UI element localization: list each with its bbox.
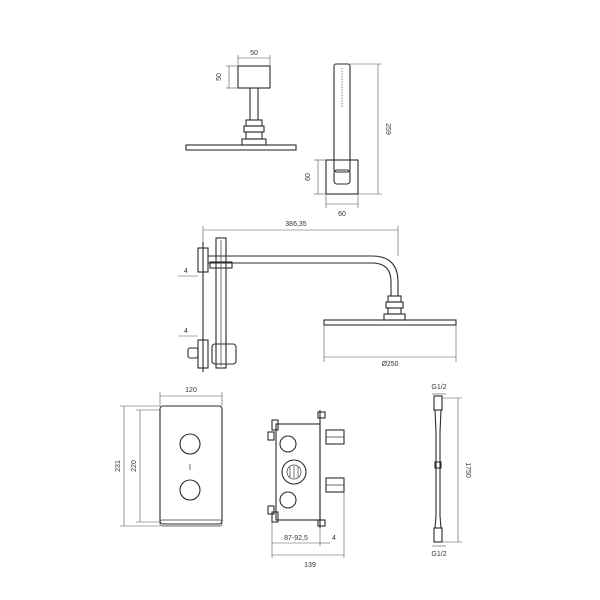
arm-joint-2 — [243, 125, 265, 133]
wall-rain-head — [323, 319, 457, 326]
thread-top-g12: G1/2 — [431, 384, 446, 391]
ceiling-shower-arm-view: 50 50 — [185, 50, 297, 151]
hose-nut-bottom — [433, 527, 443, 543]
lower-knob — [179, 479, 201, 501]
arm-joint-nut — [383, 313, 406, 321]
rail-holder — [211, 343, 237, 365]
dim-50-width: 50 — [250, 50, 258, 57]
dim-87-92-5: 87-92,5 — [284, 535, 308, 542]
arm-joint-b — [385, 301, 404, 309]
hand-shower-view: 259 60 60 — [305, 63, 391, 218]
slide-rail — [215, 237, 227, 369]
dim-386-35: 386,35 — [285, 221, 307, 228]
dim-259: 259 — [384, 123, 391, 135]
rain-head-plate — [185, 144, 297, 151]
hose-nut-top — [433, 395, 443, 411]
dim-50-height: 50 — [216, 73, 223, 81]
rail-bracket-upper — [209, 261, 233, 269]
box-lug-bottom — [267, 505, 275, 515]
ceiling-flange — [237, 65, 271, 89]
plate-tab-top — [317, 411, 326, 419]
hose-mid-ring — [434, 461, 442, 469]
arm-nut — [241, 138, 267, 146]
plate-tab-bottom — [317, 519, 326, 527]
upper-wall-flange — [197, 247, 209, 273]
arm-joint-c — [387, 307, 402, 315]
box-center-valve-inner — [286, 464, 302, 480]
dim-4-lower: 4 — [184, 328, 188, 335]
box-port-bottom — [279, 491, 297, 509]
hand-shower-body — [333, 63, 351, 173]
concealed-box-view: 87-92,5 4 139 — [267, 410, 345, 569]
holder-plate — [325, 159, 359, 195]
box-corner-bl — [271, 511, 279, 523]
arm-bend-inner — [371, 262, 392, 296]
holder-outlet — [333, 169, 351, 185]
dim-diameter-250: Ø250 — [381, 361, 398, 368]
dim-1750: 1750 — [464, 462, 471, 478]
cover-plate — [159, 405, 223, 525]
dim-60-height: 60 — [305, 173, 312, 181]
dim-120: 120 — [185, 387, 197, 394]
wall-outlet-elbow — [187, 347, 199, 359]
box-lug-top — [267, 431, 275, 441]
box-center-valve — [281, 459, 307, 485]
arm-bend-outer — [371, 255, 399, 296]
box-corner-tl — [271, 419, 279, 431]
dim-60-width: 60 — [338, 211, 346, 218]
wall-system-view: 386,35 4 4 Ø250 — [178, 221, 457, 372]
dim-139: 139 — [304, 562, 316, 569]
dim-231: 231 — [115, 460, 122, 472]
thread-bottom-g12: G1/2 — [431, 551, 446, 558]
arm-joint-1 — [245, 119, 263, 127]
hose-right-edge — [439, 409, 442, 529]
box-port-top — [279, 435, 297, 453]
cover-plate-view: 120 231 220 — [115, 387, 223, 527]
shower-hose-view: G1/2 G1/2 1750 — [431, 384, 471, 558]
arm-joint-3 — [245, 131, 263, 140]
dim-4-box: 4 — [332, 535, 336, 542]
dim-220: 220 — [131, 460, 138, 472]
cover-plate-edge — [159, 519, 223, 527]
arm-joint-a — [387, 295, 402, 303]
dim-4-upper: 4 — [184, 268, 188, 275]
upper-knob — [179, 433, 201, 455]
hose-left-edge — [434, 409, 437, 529]
